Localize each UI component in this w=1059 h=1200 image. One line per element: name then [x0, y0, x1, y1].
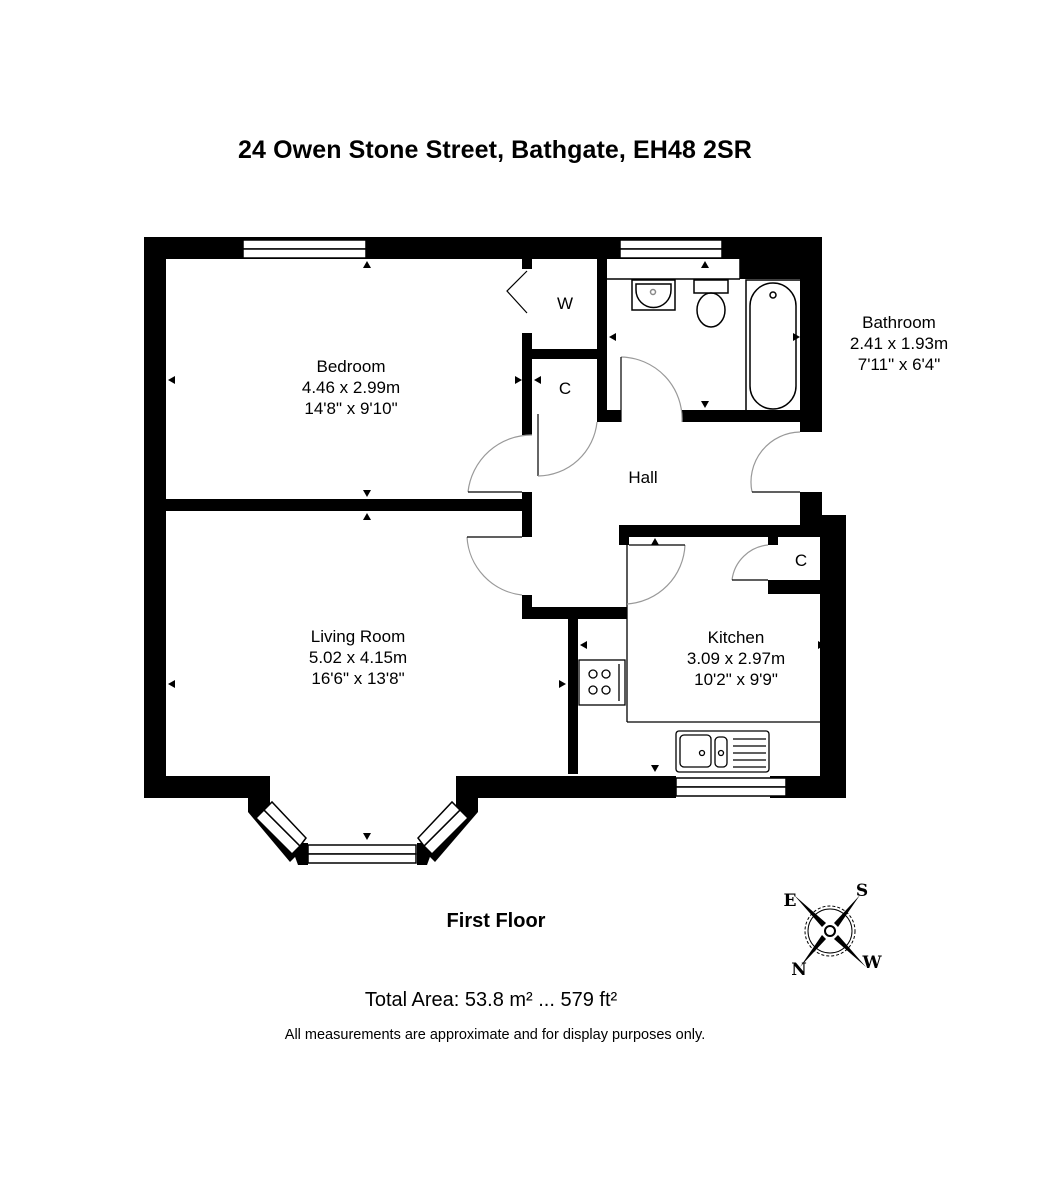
room-name: Living Room [310, 627, 406, 646]
disclaimer: All measurements are approximate and for… [284, 1027, 706, 1043]
kitchen-fixtures [578, 537, 826, 773]
room-metric: 4.46 x 2.99m [301, 378, 401, 397]
compass-icon [794, 895, 866, 967]
floor-name: First Floor [446, 910, 546, 932]
walls [144, 237, 846, 865]
room-imperial: 7'11" x 6'4" [857, 355, 941, 374]
page-title: 24 Owen Stone Street, Bathgate, EH48 2SR [238, 136, 752, 164]
kitchen-cupboard-label: C [794, 551, 808, 570]
room-label-bathroom: Bathroom 2.41 x 1.93m 7'11" x 6'4" [850, 312, 948, 375]
doors [466, 270, 801, 605]
total-area: Total Area: 53.8 m² ... 579 ft² [364, 989, 618, 1011]
room-label-bedroom: Bedroom 4.46 x 2.99m 14'8" x 9'10" [302, 356, 400, 419]
windows [242, 239, 787, 864]
compass-south: S [855, 881, 869, 901]
room-imperial: 14'8" x 9'10" [304, 399, 398, 418]
compass-north: N [791, 960, 807, 980]
room-name: Bedroom [316, 357, 386, 376]
cupboard-label: C [558, 379, 572, 398]
compass-west: W [862, 953, 882, 973]
bathroom-fixtures [607, 259, 802, 412]
room-label-kitchen: Kitchen 3.09 x 2.97m 10'2" x 9'9" [687, 627, 785, 690]
room-label-living-room: Living Room 5.02 x 4.15m 16'6" x 13'8" [309, 626, 407, 689]
room-metric: 5.02 x 4.15m [308, 648, 408, 667]
room-metric: 2.41 x 1.93m [849, 334, 949, 353]
wardrobe-label: W [556, 294, 574, 313]
room-imperial: 10'2" x 9'9" [694, 670, 778, 689]
room-name: Bathroom [862, 313, 936, 332]
room-imperial: 16'6" x 13'8" [311, 669, 405, 688]
room-metric: 3.09 x 2.97m [686, 649, 786, 668]
hall-label: Hall [628, 468, 658, 487]
room-name: Kitchen [707, 628, 765, 647]
compass-east: E [783, 891, 797, 911]
measurement-markers [168, 261, 825, 840]
